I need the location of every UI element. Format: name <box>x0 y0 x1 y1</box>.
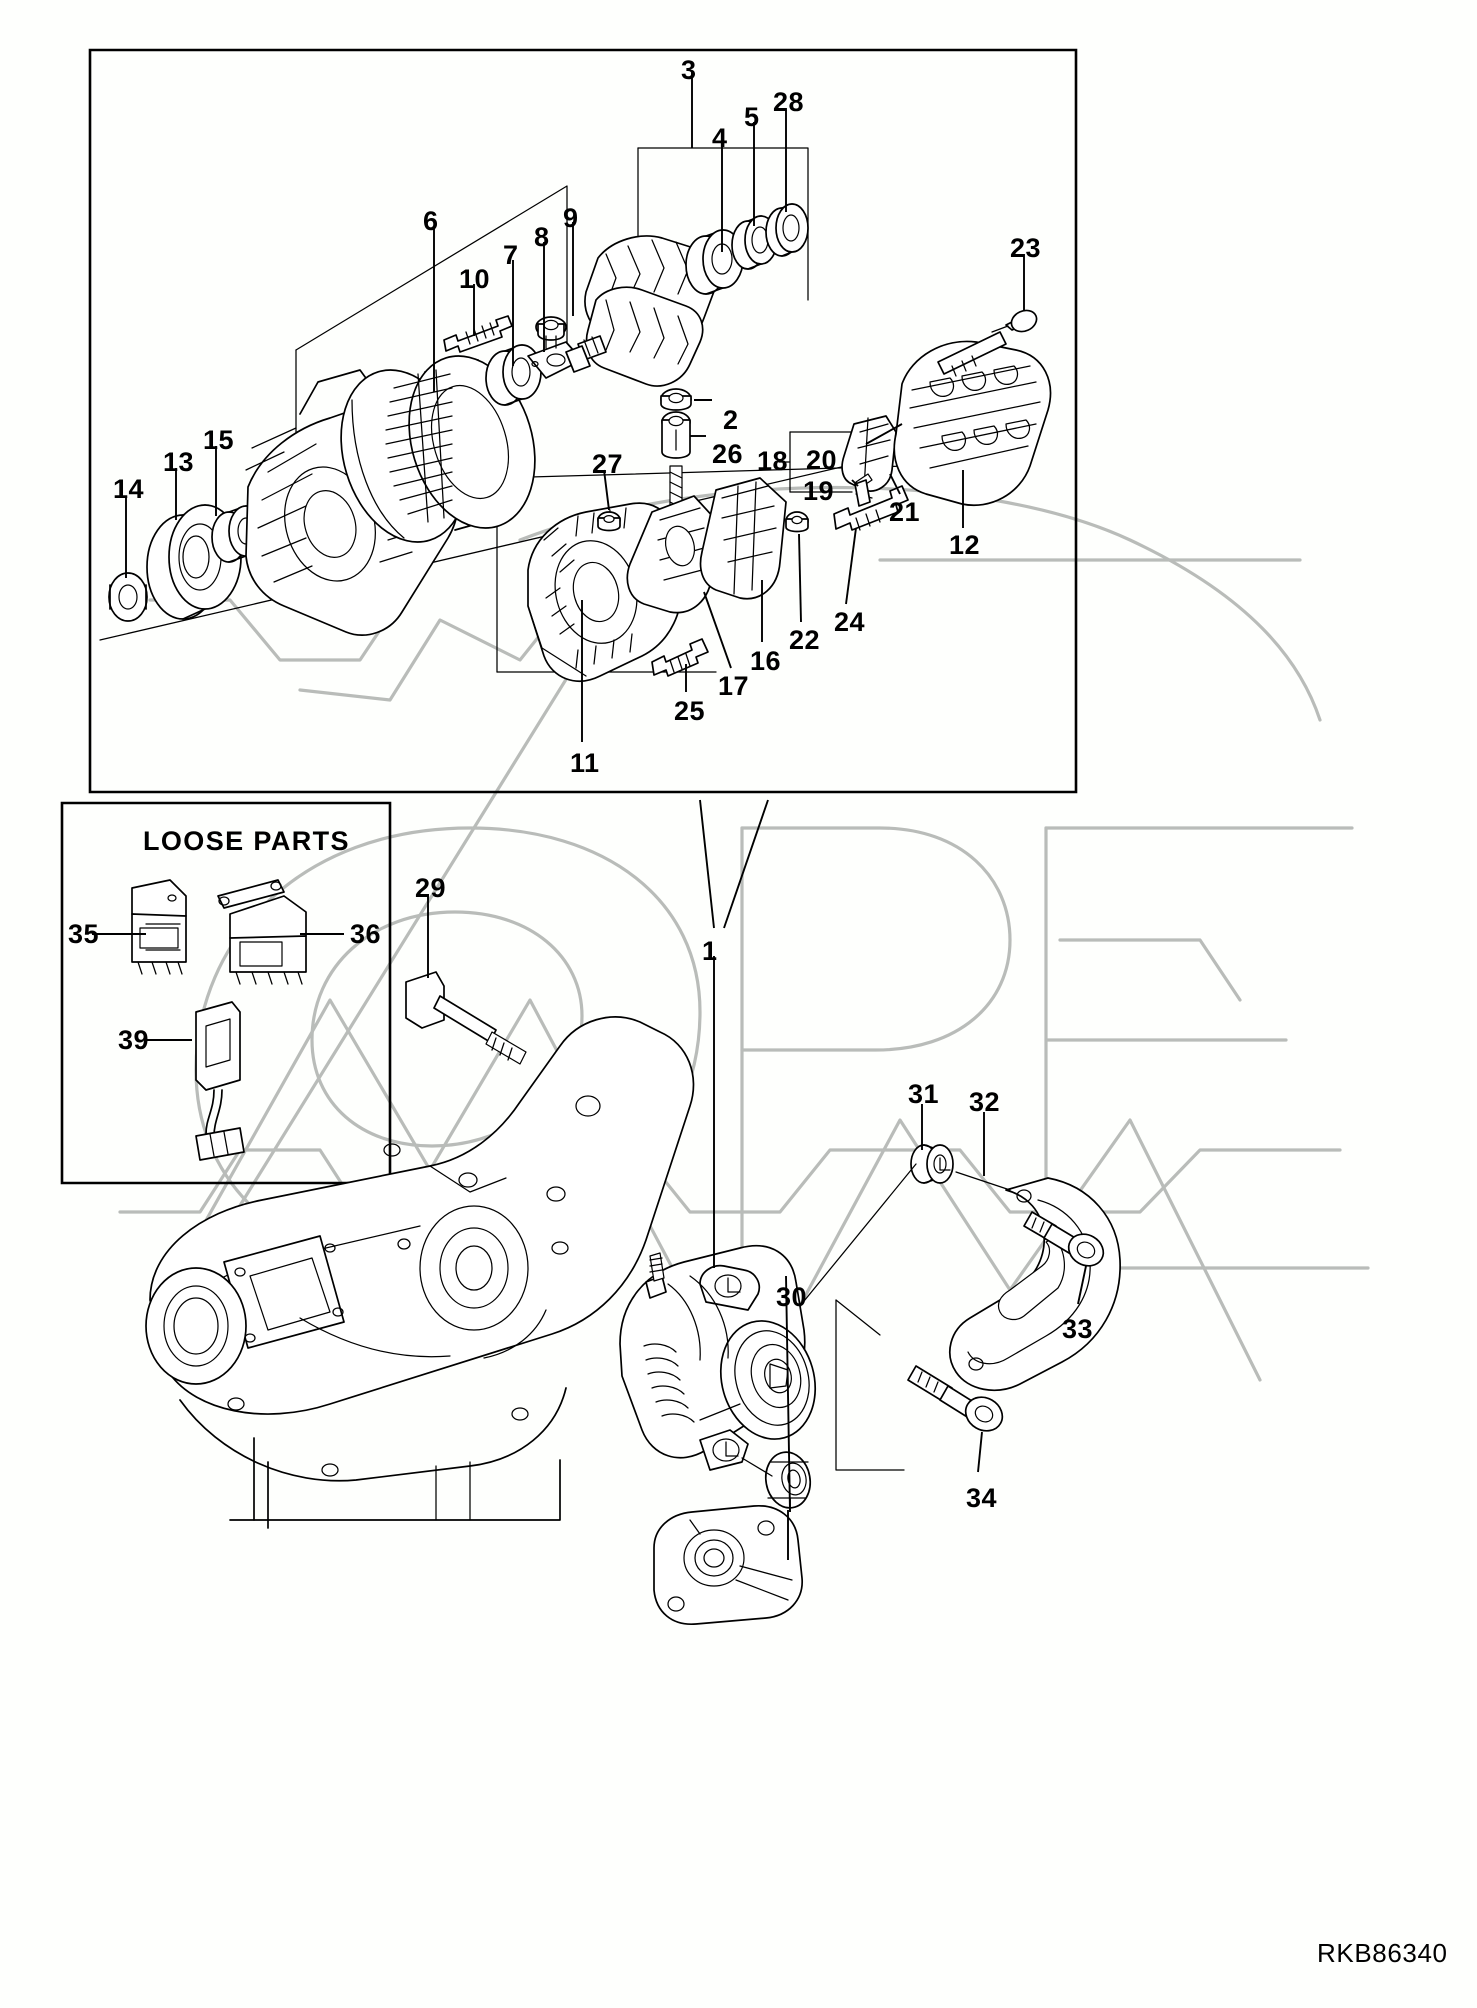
callout-28: 28 <box>773 87 805 117</box>
callout-29: 29 <box>415 873 447 903</box>
callout-25: 25 <box>674 696 706 726</box>
part-cover <box>894 307 1050 506</box>
callout-22: 22 <box>789 625 821 655</box>
drawing-number: RKB86340 <box>1317 1938 1448 1968</box>
part-rotor <box>566 204 808 386</box>
callout-23: 23 <box>1010 233 1042 263</box>
callout-14: 14 <box>113 474 145 504</box>
callout-2: 2 <box>723 405 739 435</box>
callout-39: 39 <box>118 1025 150 1055</box>
callout-13: 13 <box>163 447 195 477</box>
callout-6: 6 <box>423 206 439 236</box>
callout-20: 20 <box>806 445 838 475</box>
callout-7: 7 <box>503 240 519 270</box>
callout-8: 8 <box>534 222 550 252</box>
callout-27: 27 <box>592 449 624 479</box>
callout-16: 16 <box>750 646 782 676</box>
part-lower-bracket <box>654 1506 802 1624</box>
part-bracket-bolt-29 <box>406 972 526 1064</box>
callout-35: 35 <box>68 919 100 949</box>
callout-11: 11 <box>570 748 600 778</box>
callout-10: 10 <box>459 264 491 294</box>
callout-32: 32 <box>969 1087 1001 1117</box>
part-nut-30 <box>761 1449 814 1512</box>
callout-17: 17 <box>718 671 750 701</box>
callout-33: 33 <box>1062 1314 1094 1344</box>
callout-9: 9 <box>563 203 579 233</box>
callout-15: 15 <box>203 425 235 455</box>
callout-4: 4 <box>712 123 728 153</box>
loose-parts-frame <box>62 803 390 1183</box>
main-panel-frame <box>90 50 1076 792</box>
callout-12: 12 <box>949 530 981 560</box>
part-collar-31 <box>911 1145 953 1183</box>
callout-21: 21 <box>889 497 921 527</box>
loose-parts-contents <box>132 880 306 1160</box>
callout-34: 34 <box>966 1483 998 1513</box>
part-bolt-33 <box>1024 1212 1109 1272</box>
callout-36: 36 <box>350 919 382 949</box>
leader-lines <box>92 72 1086 1512</box>
callout-1: 1 <box>702 936 718 966</box>
callout-26: 26 <box>712 439 744 469</box>
callout-31: 31 <box>908 1079 940 1109</box>
loose-parts-title: LOOSE PARTS <box>143 826 350 856</box>
part-rectifier-group <box>598 389 908 613</box>
part-small-hardware-top <box>444 316 582 405</box>
part-adjust-bar-32 <box>950 1178 1120 1390</box>
part-bolt-34 <box>908 1366 1008 1437</box>
part-timing-cover <box>146 1017 693 1528</box>
callout-3: 3 <box>681 55 697 85</box>
part-alternator-assembly <box>620 1246 829 1470</box>
callout-19: 19 <box>803 476 835 506</box>
callout-24: 24 <box>834 607 866 637</box>
part-pulley-group <box>109 505 263 621</box>
callout-18: 18 <box>757 446 789 476</box>
callout-5: 5 <box>744 102 760 132</box>
callout-30: 30 <box>776 1282 808 1312</box>
